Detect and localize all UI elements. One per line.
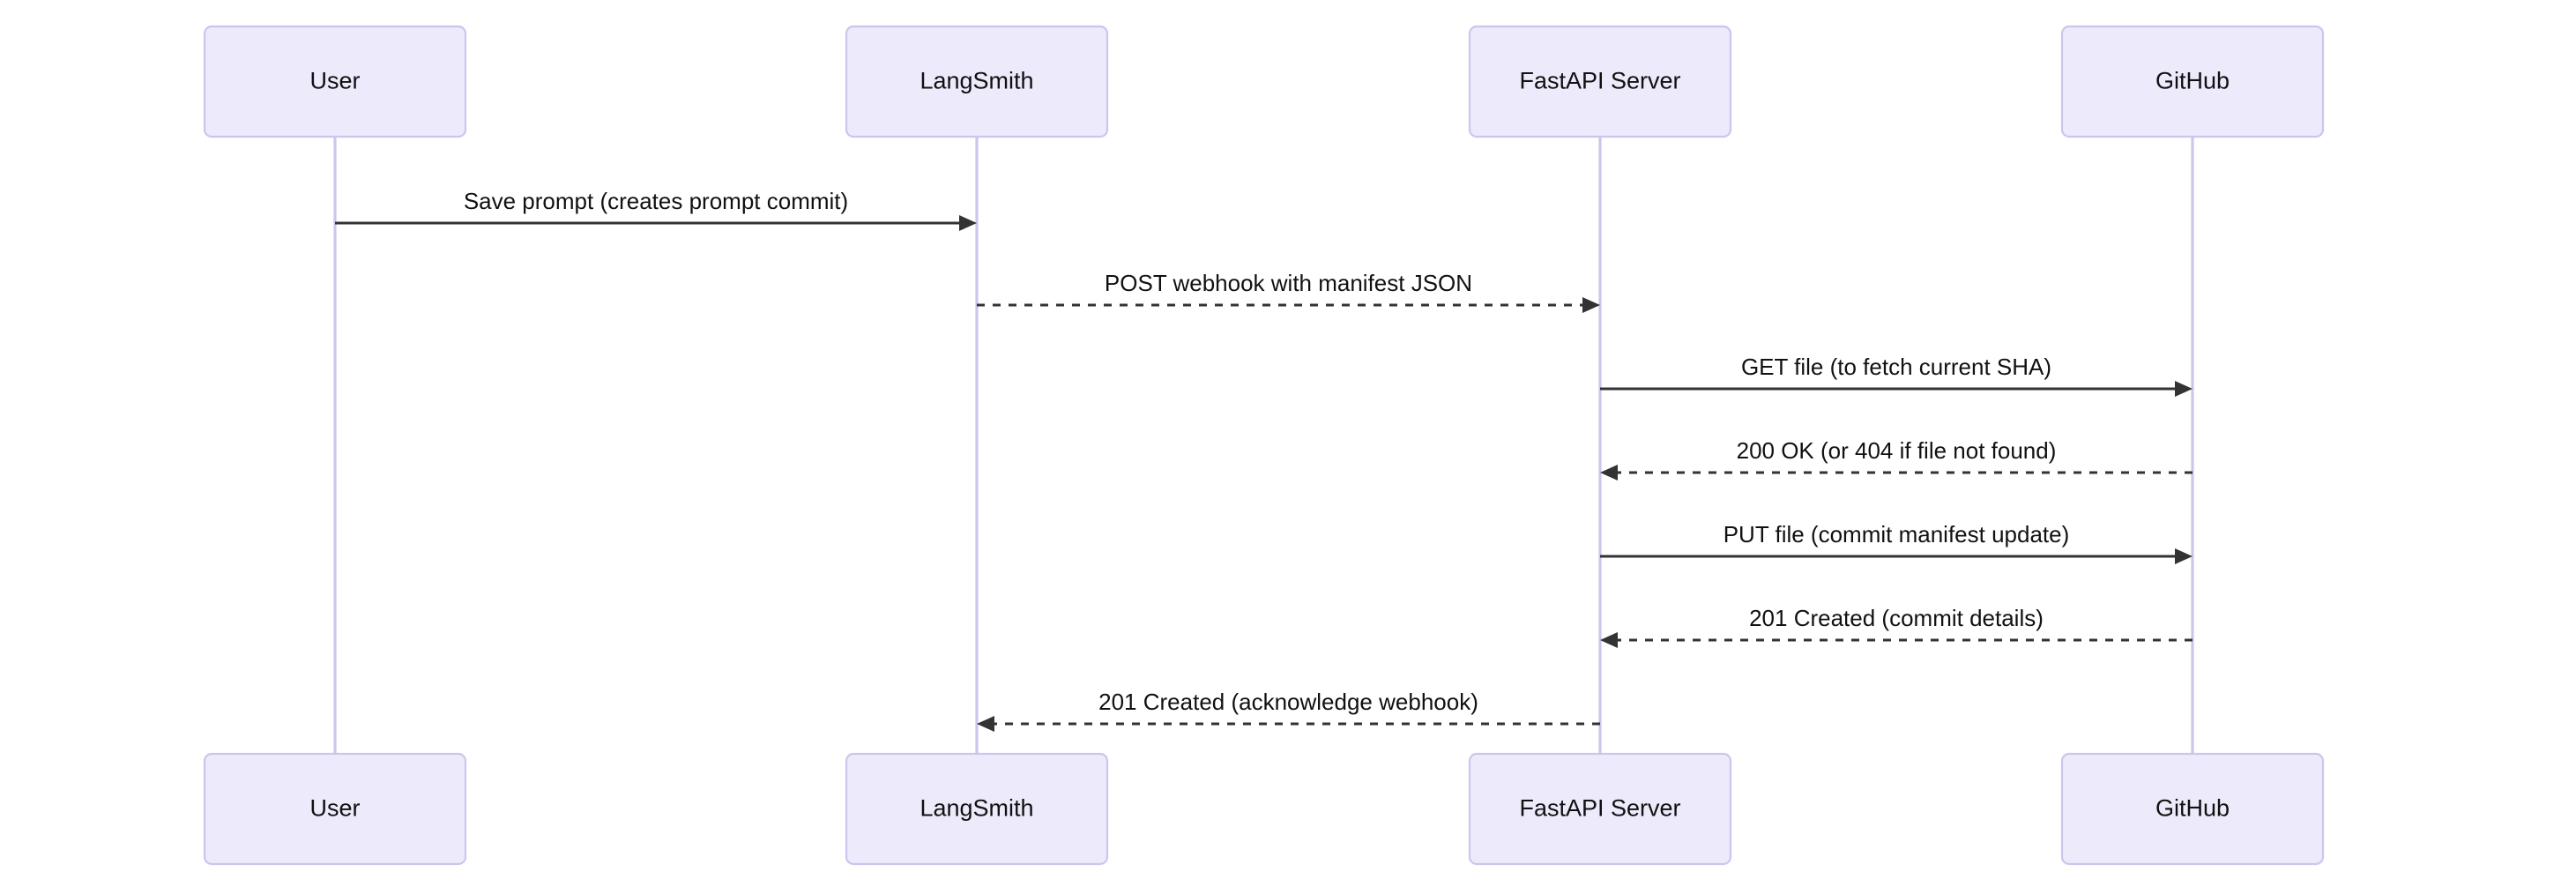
actor-box-user-top[interactable] — [203, 25, 467, 138]
actor-label-user-top: User — [309, 68, 360, 94]
actor-label-github-bottom: GitHub — [2155, 795, 2230, 822]
message-4[interactable]: 200 OK (or 404 if file not found) — [1600, 437, 2193, 481]
actor-box-langsmith-bottom[interactable] — [845, 752, 1109, 866]
messages-layer: Save prompt (creates prompt commit) POST … — [335, 188, 2193, 732]
actor-langsmith-top[interactable]: LangSmith — [845, 25, 1109, 138]
actor-label-user-bottom: User — [309, 795, 360, 822]
message-1[interactable]: Save prompt (creates prompt commit) — [335, 188, 977, 231]
actor-label-langsmith-top: LangSmith — [919, 68, 1033, 94]
actor-box-langsmith-top[interactable] — [845, 25, 1109, 138]
actor-user-top[interactable]: User — [203, 25, 467, 138]
actor-box-user-bottom[interactable] — [203, 752, 467, 866]
message-5[interactable]: PUT file (commit manifest update) — [1600, 521, 2193, 564]
message-label-5: PUT file (commit manifest update) — [1724, 521, 2070, 548]
actor-github-top[interactable]: GitHub — [2060, 25, 2325, 138]
message-3[interactable]: GET file (to fetch current SHA) — [1600, 354, 2193, 397]
message-arrowhead-1 — [959, 215, 977, 231]
message-label-1: Save prompt (creates prompt commit) — [464, 188, 848, 214]
actor-github-bottom[interactable]: GitHub — [2060, 752, 2325, 866]
message-arrowhead-4 — [1600, 465, 1618, 481]
actor-user-bottom[interactable]: User — [203, 752, 467, 866]
message-arrowhead-5 — [2175, 548, 2193, 564]
actor-label-langsmith-bottom: LangSmith — [919, 795, 1033, 822]
actor-fastapi-top[interactable]: FastAPI Server — [1468, 25, 1732, 138]
message-label-7: 201 Created (acknowledge webhook) — [1098, 689, 1478, 715]
message-6[interactable]: 201 Created (commit details) — [1600, 605, 2193, 648]
actor-fastapi-bottom[interactable]: FastAPI Server — [1468, 752, 1732, 866]
message-7[interactable]: 201 Created (acknowledge webhook) — [977, 689, 1600, 732]
message-label-6: 201 Created (commit details) — [1749, 605, 2044, 631]
message-arrowhead-7 — [977, 716, 994, 732]
actor-box-github-top[interactable] — [2060, 25, 2325, 138]
actor-label-fastapi-top: FastAPI Server — [1519, 68, 1680, 94]
actor-label-github-top: GitHub — [2155, 68, 2230, 94]
message-label-2: POST webhook with manifest JSON — [1105, 270, 1472, 296]
actor-boxes-bottom: User LangSmith FastAPI Server GitHub — [203, 752, 2325, 866]
message-arrowhead-3 — [2175, 381, 2193, 397]
message-label-3: GET file (to fetch current SHA) — [1741, 354, 2051, 380]
actor-boxes-top: User LangSmith FastAPI Server GitHub — [203, 25, 2325, 138]
message-arrowhead-6 — [1600, 632, 1618, 648]
actor-langsmith-bottom[interactable]: LangSmith — [845, 752, 1109, 866]
lifelines-layer — [333, 137, 2194, 754]
message-label-4: 200 OK (or 404 if file not found) — [1737, 437, 2057, 464]
actor-box-fastapi-bottom[interactable] — [1468, 752, 1732, 866]
actor-box-fastapi-top[interactable] — [1468, 25, 1732, 138]
actor-label-fastapi-bottom: FastAPI Server — [1519, 795, 1680, 822]
message-arrowhead-2 — [1582, 297, 1600, 313]
actor-box-github-bottom[interactable] — [2060, 752, 2325, 866]
message-2[interactable]: POST webhook with manifest JSON — [977, 270, 1600, 313]
